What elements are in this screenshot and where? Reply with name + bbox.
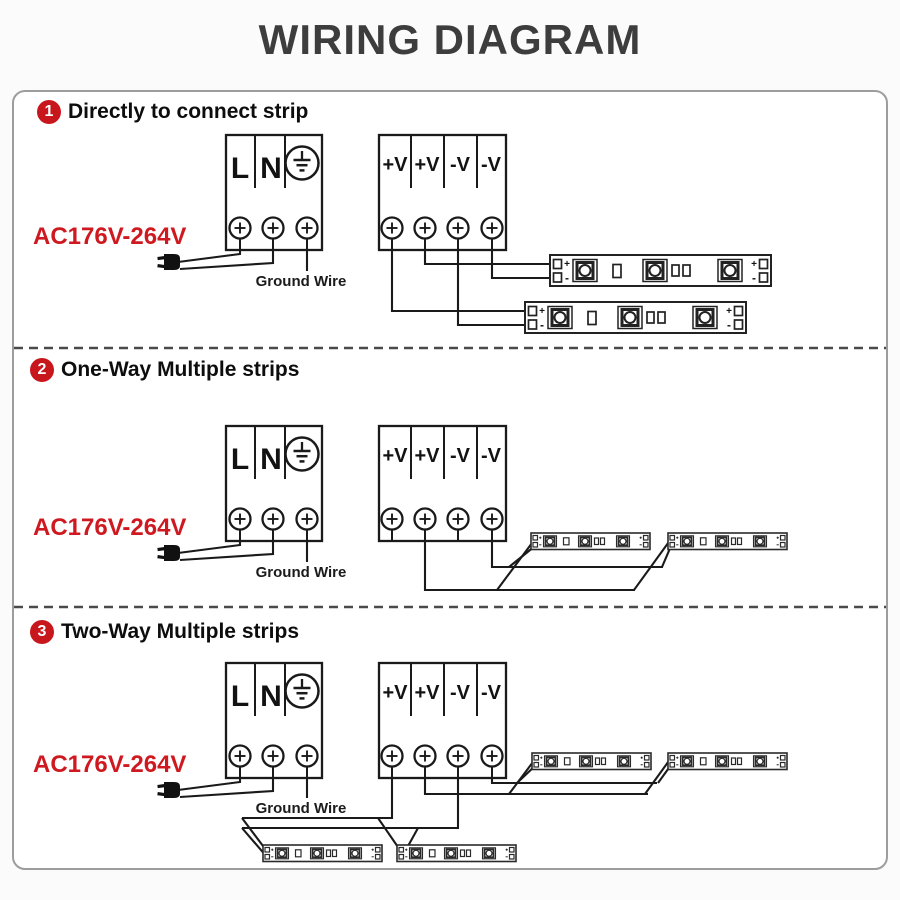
section-3-heading: Two-Way Multiple strips [61,619,300,643]
section-2-header: 2 One-Way Multiple strips [30,357,299,382]
led-strip [531,752,652,771]
section-3-header: 3 Two-Way Multiple strips [30,619,299,644]
page-title: WIRING DIAGRAM [258,16,642,63]
section-2-diagram [157,426,788,592]
led-strip [548,253,773,288]
wire-v-minus [456,248,528,327]
led-strip [396,844,517,863]
wire-strip-plus [241,817,267,851]
ground-wire-label-3: Ground Wire [255,800,347,817]
section-1-number-badge: 1 [37,99,61,124]
wire-v-minus-bus [490,539,663,569]
section-1-header: 1 Directly to connect strip [37,99,308,124]
section-2-number-badge: 2 [30,357,54,382]
led-strip [523,300,748,335]
wire-v-plus-bus [423,539,635,592]
ground-wire-label-1: Ground Wire [255,273,347,290]
wire-v-plus [390,248,528,313]
wire-v-plus-bus [242,777,394,820]
ac-voltage-label-3: AC176V-264V [33,751,187,778]
led-strip [530,532,651,551]
wire-v-minus-bus [242,777,460,830]
led-strip [667,752,788,771]
section-3-diagram [157,663,788,863]
section-3-number-badge: 3 [30,619,54,644]
wire-v-plus-bus [423,777,648,796]
section-1-diagram [157,135,773,335]
led-strip [262,844,383,863]
wire-neutral [179,249,275,271]
wire-neutral [179,540,275,562]
ac-voltage-label-1: AC176V-264V [33,223,187,250]
section-1-heading: Directly to connect strip [68,99,309,123]
wire-strip-plus [644,757,672,795]
section-2-wires [177,538,672,592]
wire-v-minus [490,248,553,280]
section-1-wires [177,248,553,327]
wire-strip-plus [496,538,536,591]
wire-v-plus [423,248,553,266]
wire-strip-plus [633,538,672,591]
ground-wire-label-2: Ground Wire [255,564,347,581]
led-strip [667,532,788,551]
ac-voltage-label-2: AC176V-264V [33,514,187,541]
wire-neutral [179,777,275,799]
section-2-heading: One-Way Multiple strips [61,357,300,381]
